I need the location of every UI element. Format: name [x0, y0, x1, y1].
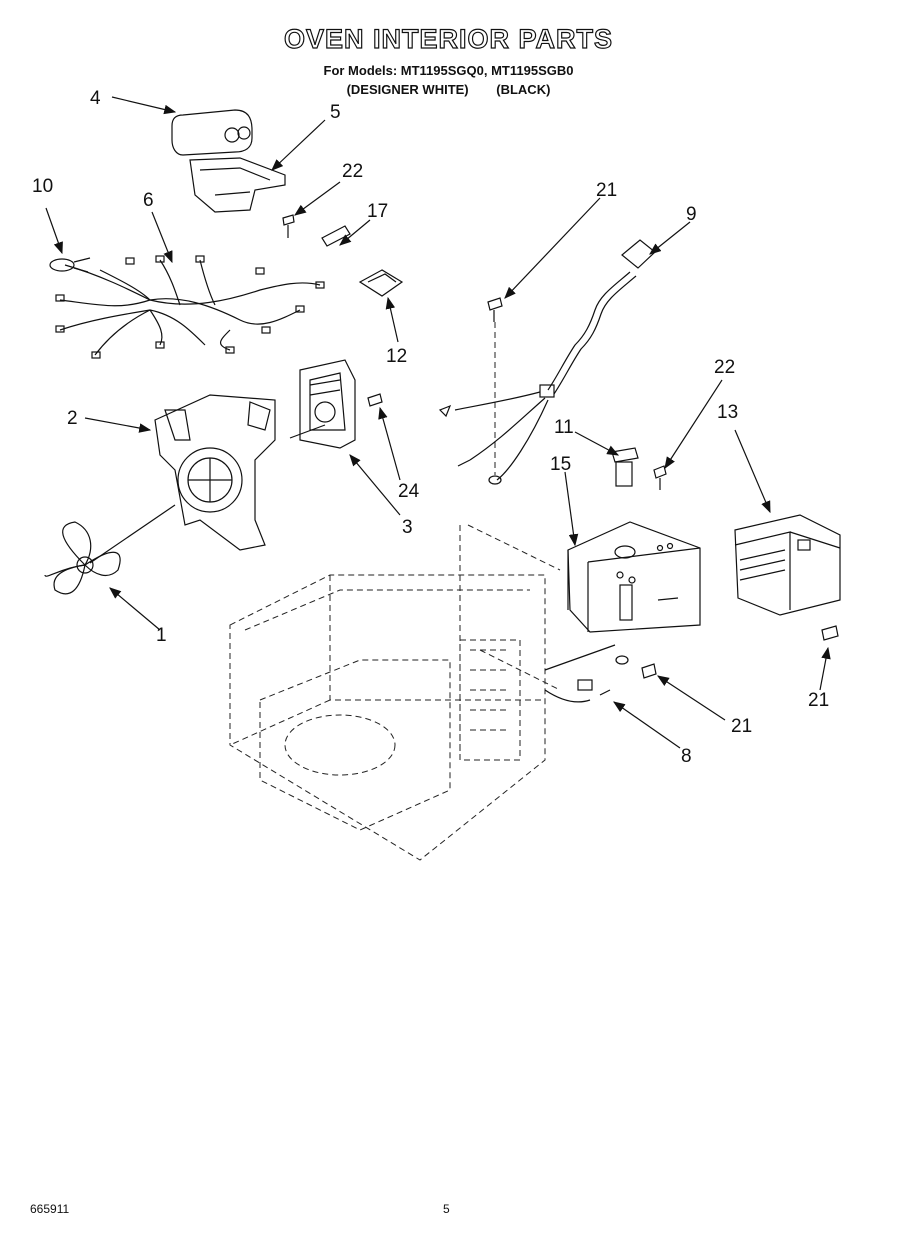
fan-blade-part [44, 504, 176, 595]
page-title: OVEN INTERIOR PARTS [283, 23, 614, 54]
capacitor-part [171, 109, 253, 156]
callout-21-right: 21 [808, 690, 829, 711]
screw-part-upper [282, 214, 295, 238]
screw-part-lower [641, 663, 657, 679]
callout-labels: 4 5 22 10 6 17 21 9 12 22 2 11 13 15 24 … [32, 88, 829, 767]
variant-line: (DESIGNER WHITE) (BLACK) [0, 82, 897, 97]
screw-part-24 [367, 393, 383, 407]
models-line: For Models: MT1195SGQ0, MT1195SGB0 [323, 63, 574, 78]
callout-6: 6 [143, 190, 154, 211]
leader-lines [45, 96, 831, 749]
callout-11: 11 [554, 417, 574, 438]
callout-1: 1 [156, 625, 167, 646]
variant-black: (BLACK) [496, 82, 551, 97]
page-number: 5 [443, 1202, 450, 1216]
callout-13: 13 [717, 402, 738, 423]
screw-part-right-lower [821, 625, 839, 641]
variant-white: (DESIGNER WHITE) [346, 82, 469, 97]
callout-8: 8 [681, 746, 692, 767]
callout-22-upper: 22 [342, 161, 363, 182]
thermal-cutout-part [49, 257, 91, 273]
fan-bracket-part [154, 394, 276, 551]
screw-part-top [487, 297, 503, 485]
screw-part-right [653, 465, 667, 490]
callout-21-lower: 21 [731, 716, 752, 737]
callout-17: 17 [367, 201, 388, 222]
callout-15: 15 [550, 454, 571, 475]
callout-22-right: 22 [714, 357, 735, 378]
callout-2: 2 [67, 408, 78, 429]
magnetron-part [734, 514, 841, 616]
diode-part [611, 447, 639, 487]
callout-21-top: 21 [596, 180, 617, 201]
damper-assembly-part [289, 359, 356, 449]
callout-4: 4 [90, 88, 101, 109]
fuse-holder-part [358, 269, 404, 297]
oven-cavity [229, 524, 561, 861]
callout-5: 5 [330, 102, 341, 123]
harness-part-8 [544, 644, 629, 703]
callout-3: 3 [402, 517, 413, 538]
air-guide-part [567, 521, 701, 633]
callout-24: 24 [398, 481, 420, 502]
power-cord-part [438, 239, 656, 481]
callout-9: 9 [686, 204, 697, 225]
callout-10: 10 [32, 176, 53, 197]
wire-harness-part [55, 255, 325, 359]
capacitor-bracket-part [189, 157, 286, 213]
callout-12: 12 [386, 346, 407, 367]
document-number: 665911 [30, 1202, 70, 1216]
fuse-part [321, 225, 351, 247]
